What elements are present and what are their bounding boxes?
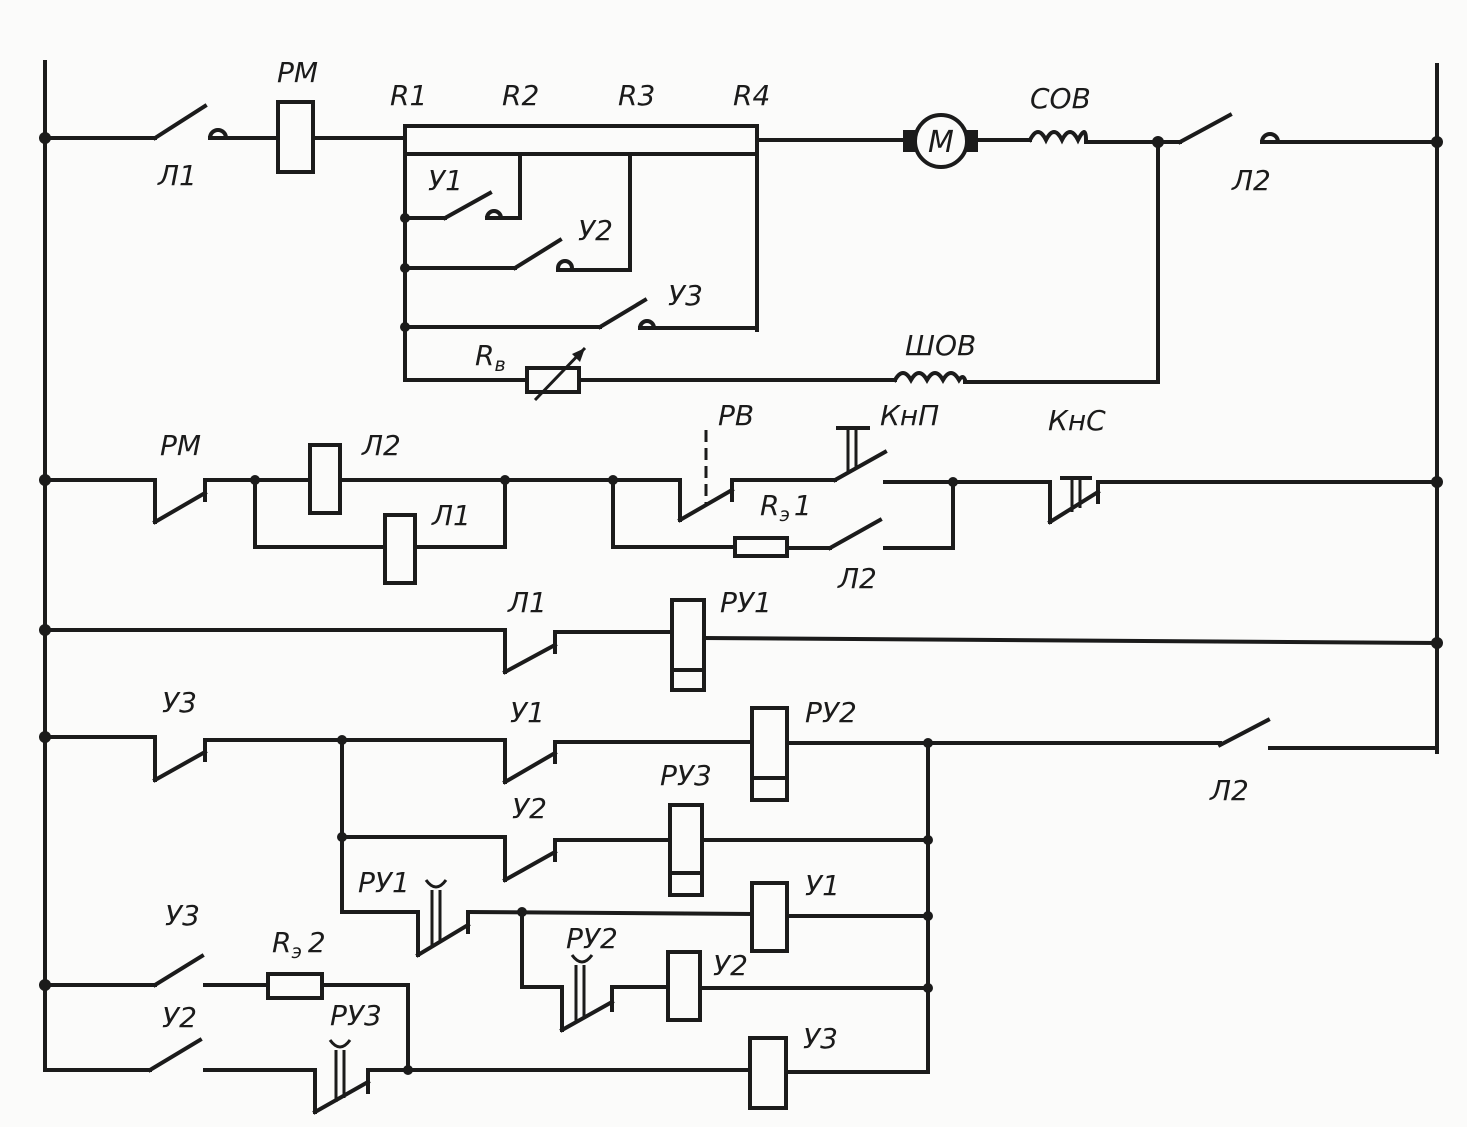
contact-u3-accel — [400, 297, 759, 332]
label-l1-main: Л1 — [157, 159, 197, 192]
label-knc: КнС — [1048, 404, 1106, 437]
contact-u3-nc-a — [152, 735, 208, 783]
pu2-relay-row — [39, 706, 1439, 1072]
motor-m: M — [903, 113, 978, 169]
label-u3-coil: У3 — [803, 1022, 838, 1055]
contact-u1-accel — [400, 190, 522, 223]
label-u2-contact: У2 — [512, 792, 547, 825]
label-cob: СОВ — [1030, 82, 1091, 115]
u2-contactor-row — [520, 910, 933, 1033]
label-l2-contact-mid: Л2 — [837, 562, 877, 595]
pu1-relay-row — [39, 598, 1443, 692]
main-power-row: M — [39, 100, 1443, 402]
contact-pm-nc — [152, 478, 208, 525]
contact-pu1-time-delayed — [415, 879, 471, 958]
label-u2-top: У2 — [578, 214, 613, 247]
label-r3: R3 — [618, 79, 655, 112]
label-pm-coil: РМ — [277, 56, 318, 89]
label-pu1-contact: РУ1 — [358, 866, 410, 899]
label-r1: R1 — [390, 79, 427, 112]
contact-l2-aux — [827, 517, 883, 551]
label-pu2-contact: РУ2 — [566, 922, 618, 955]
label-rb: Rв — [475, 339, 506, 376]
contact-l2-right — [1217, 717, 1271, 748]
contact-l1-nc — [502, 628, 558, 675]
coil-u1 — [750, 881, 789, 953]
button-knp-start — [832, 426, 888, 483]
coil-pu3-time-delay — [668, 803, 704, 897]
label-knp: КнП — [880, 399, 939, 432]
series-field-winding-cob — [1027, 130, 1089, 145]
label-pu1-coil: РУ1 — [720, 586, 772, 619]
contact-pu3-time-delayed — [312, 1039, 371, 1115]
label-r2: R2 — [502, 79, 539, 112]
contact-l1-main — [152, 103, 229, 141]
coil-u2 — [666, 950, 702, 1022]
contact-u2-no — [147, 1037, 203, 1073]
label-u3-contact-a: У3 — [162, 686, 197, 719]
coil-l1 — [383, 513, 417, 585]
line-contactor-row — [39, 426, 1443, 585]
coil-u3 — [748, 1036, 788, 1110]
starting-resistor — [403, 124, 759, 156]
label-u2-coil: У2 — [713, 949, 748, 982]
label-pb: РВ — [718, 399, 754, 432]
contact-pb-time-relay — [611, 430, 735, 523]
coil-pu1-time-delay — [670, 598, 706, 692]
label-l2-main: Л2 — [1231, 164, 1271, 197]
label-r4: R4 — [733, 79, 770, 112]
label-shob: ШОВ — [905, 329, 976, 362]
contact-u2-accel — [400, 237, 632, 273]
label-l1-coil: Л1 — [431, 499, 471, 532]
label-pm-contact: РМ — [160, 429, 201, 462]
coil-pu2-time-delay — [750, 706, 789, 802]
label-u1-contact: У1 — [510, 696, 545, 729]
label-u3-top: У3 — [668, 279, 703, 312]
contact-pu2-time-delayed — [559, 954, 615, 1033]
u1-contactor-row — [340, 879, 933, 958]
shunt-field-winding-shob — [892, 371, 968, 385]
label-pu2-coil: РУ2 — [805, 696, 857, 729]
u3-contactor-row — [39, 953, 930, 1115]
coil-l2 — [308, 443, 342, 515]
label-l2-coil: Л2 — [361, 429, 401, 462]
resistor-re1 — [733, 536, 789, 558]
label-pu3-contact: РУ3 — [330, 999, 382, 1032]
resistor-re2 — [266, 972, 324, 1000]
contact-u3-no — [152, 953, 205, 988]
label-u2-contact-b: У2 — [162, 1001, 197, 1034]
label-l2-contact-right: Л2 — [1209, 774, 1249, 807]
contact-u1-nc — [502, 738, 558, 785]
contact-l2-main — [1177, 112, 1281, 145]
contact-u2-nc — [502, 835, 558, 883]
pu3-relay-row — [337, 738, 933, 914]
label-l1-contact: Л1 — [507, 586, 547, 619]
coil-pm-overcurrent — [276, 100, 315, 174]
motor-label: M — [928, 125, 954, 160]
label-u3-contact-b: У3 — [165, 899, 200, 932]
label-u1-coil: У1 — [805, 869, 840, 902]
label-u1-top: У1 — [428, 164, 463, 197]
button-knc-stop — [1047, 476, 1101, 525]
label-pu3-coil: РУ3 — [660, 759, 712, 792]
